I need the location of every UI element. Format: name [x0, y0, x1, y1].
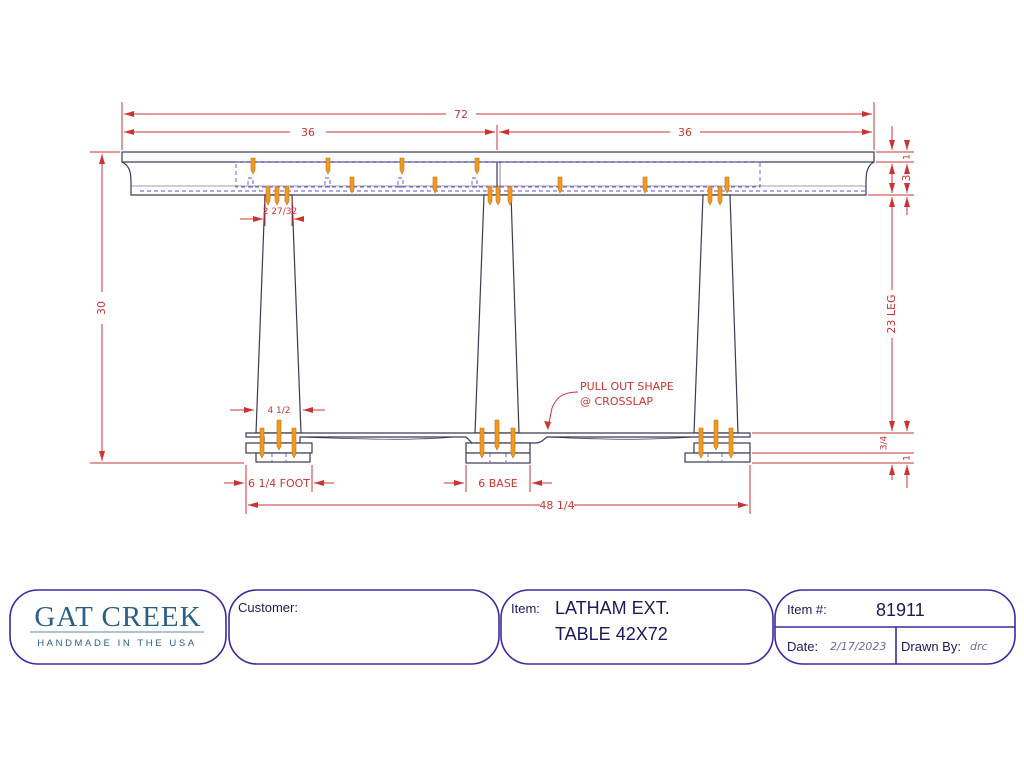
hidden-lines	[140, 161, 866, 462]
screw-icon	[325, 157, 331, 175]
dim-base: 6 BASE	[478, 477, 518, 490]
item-name-line-2: TABLE 42X72	[555, 624, 668, 644]
screw-icon	[717, 186, 723, 206]
dim-leg-bottom-width: 4 1/2	[267, 406, 290, 416]
screw-icon	[724, 176, 730, 194]
dim-half-left: 36	[301, 126, 315, 139]
dim-leg-height: 23 LEG	[885, 294, 898, 333]
dim-leg-top-width: 2 27/32	[263, 207, 298, 217]
leg-center	[474, 194, 520, 434]
dim-half-right: 36	[678, 126, 692, 139]
leg-left	[255, 194, 302, 434]
logo-box	[9, 589, 227, 665]
item-name-line-1: LATHAM EXT.	[555, 598, 670, 618]
note-line-2: @ CROSSLAP	[580, 395, 653, 408]
screw-icon	[642, 176, 648, 194]
logo-title: GAT CREEK	[34, 601, 201, 633]
date-value: 2/17/2023	[830, 640, 886, 653]
leg-right	[693, 194, 739, 434]
date-label: Date:	[787, 639, 818, 654]
item-number: 81911	[876, 600, 925, 620]
screw-icon	[507, 186, 513, 206]
screw-icon	[698, 427, 704, 459]
item-number-label: Item #:	[787, 602, 827, 617]
customer-label: Customer:	[238, 600, 298, 615]
screw-icon	[510, 427, 516, 459]
screw-icon	[707, 186, 713, 206]
arrowheads	[99, 111, 910, 508]
customer-box	[228, 589, 500, 665]
item-label: Item:	[511, 601, 540, 616]
dim-base-thickness: 3/4	[880, 435, 890, 450]
screw-icon	[432, 176, 438, 194]
tabletop	[121, 151, 875, 163]
dim-apron: 3	[900, 175, 913, 182]
screw-icon	[557, 176, 563, 194]
screw-icon	[274, 186, 280, 206]
dim-overall-length: 72	[454, 108, 468, 121]
drawn-by-value: drc	[970, 640, 988, 653]
note-line-1: PULL OUT SHAPE	[580, 380, 674, 393]
screw-icon	[399, 157, 405, 175]
dim-foot: 6 1/4 FOOT	[248, 477, 310, 490]
item-box	[500, 589, 774, 665]
dim-base-bottom: 1	[903, 455, 913, 461]
screw-icon	[487, 186, 493, 206]
drawn-by-label: Drawn By:	[901, 639, 961, 654]
screw-icon	[265, 186, 271, 206]
screw-icon	[259, 427, 265, 459]
screw-icon	[474, 157, 480, 175]
screw-icon	[713, 419, 719, 451]
dim-base-span: 48 1/4	[539, 499, 574, 512]
screw-icon	[250, 157, 256, 175]
screw-icon	[479, 427, 485, 459]
logo-subtitle: HANDMADE IN THE USA	[37, 638, 197, 649]
dim-height: 30	[95, 301, 108, 315]
screw-icon	[494, 419, 500, 451]
screw-icon	[284, 186, 290, 206]
screw-icon	[276, 419, 282, 451]
fasteners	[250, 157, 734, 459]
screw-icon	[728, 427, 734, 459]
screw-icon	[291, 427, 297, 459]
title-block	[9, 589, 1016, 665]
screw-icon	[349, 176, 355, 194]
screw-icon	[495, 186, 501, 206]
dim-top-thickness: 1	[903, 154, 913, 160]
